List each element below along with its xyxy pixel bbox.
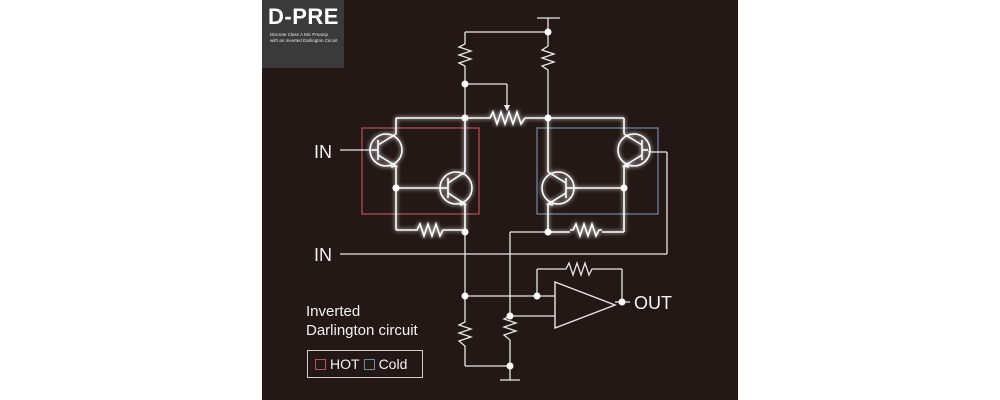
transistors bbox=[369, 133, 651, 206]
label-in-top: IN bbox=[314, 142, 332, 162]
hot-swatch-icon bbox=[315, 358, 326, 370]
darlington-paths bbox=[395, 117, 625, 233]
potentiometer bbox=[486, 109, 530, 127]
logo-badge bbox=[262, 0, 344, 68]
legend-cold-label: Cold bbox=[378, 356, 408, 372]
logo-subtitle-line2: with an Inverted Darlington Circuit bbox=[270, 37, 338, 43]
resistor-cold-emitter bbox=[570, 221, 602, 239]
label-in-bottom: IN bbox=[314, 245, 332, 265]
legend-hot-label: HOT bbox=[330, 356, 360, 372]
transistor-cold-output bbox=[541, 171, 580, 206]
op-amp bbox=[554, 280, 617, 330]
transistor-hot-output bbox=[439, 171, 473, 206]
resistor-bottom-left bbox=[456, 318, 474, 347]
cold-swatch-icon bbox=[363, 358, 375, 370]
junction-dots bbox=[392, 28, 628, 370]
logo-title: D-PRE bbox=[268, 4, 339, 29]
logo-subtitle: Discrete Class A Mic Preamp with an Inve… bbox=[270, 32, 346, 43]
resistor-top-left bbox=[456, 40, 474, 67]
legend: HOT Cold bbox=[307, 350, 423, 378]
cold-frame bbox=[536, 127, 659, 215]
resistor-top-right bbox=[539, 40, 557, 74]
resistor-hot-emitter bbox=[414, 221, 446, 239]
resistor-feedback bbox=[562, 260, 594, 278]
hot-frame bbox=[361, 127, 480, 215]
logo-subtitle-line1: Discrete Class A Mic Preamp bbox=[270, 32, 329, 37]
transistor-hot-input bbox=[369, 133, 403, 168]
label-out: OUT bbox=[634, 293, 672, 313]
transistor-cold-input bbox=[617, 133, 651, 168]
legend-title: Inverted Darlington circuit bbox=[306, 303, 418, 339]
